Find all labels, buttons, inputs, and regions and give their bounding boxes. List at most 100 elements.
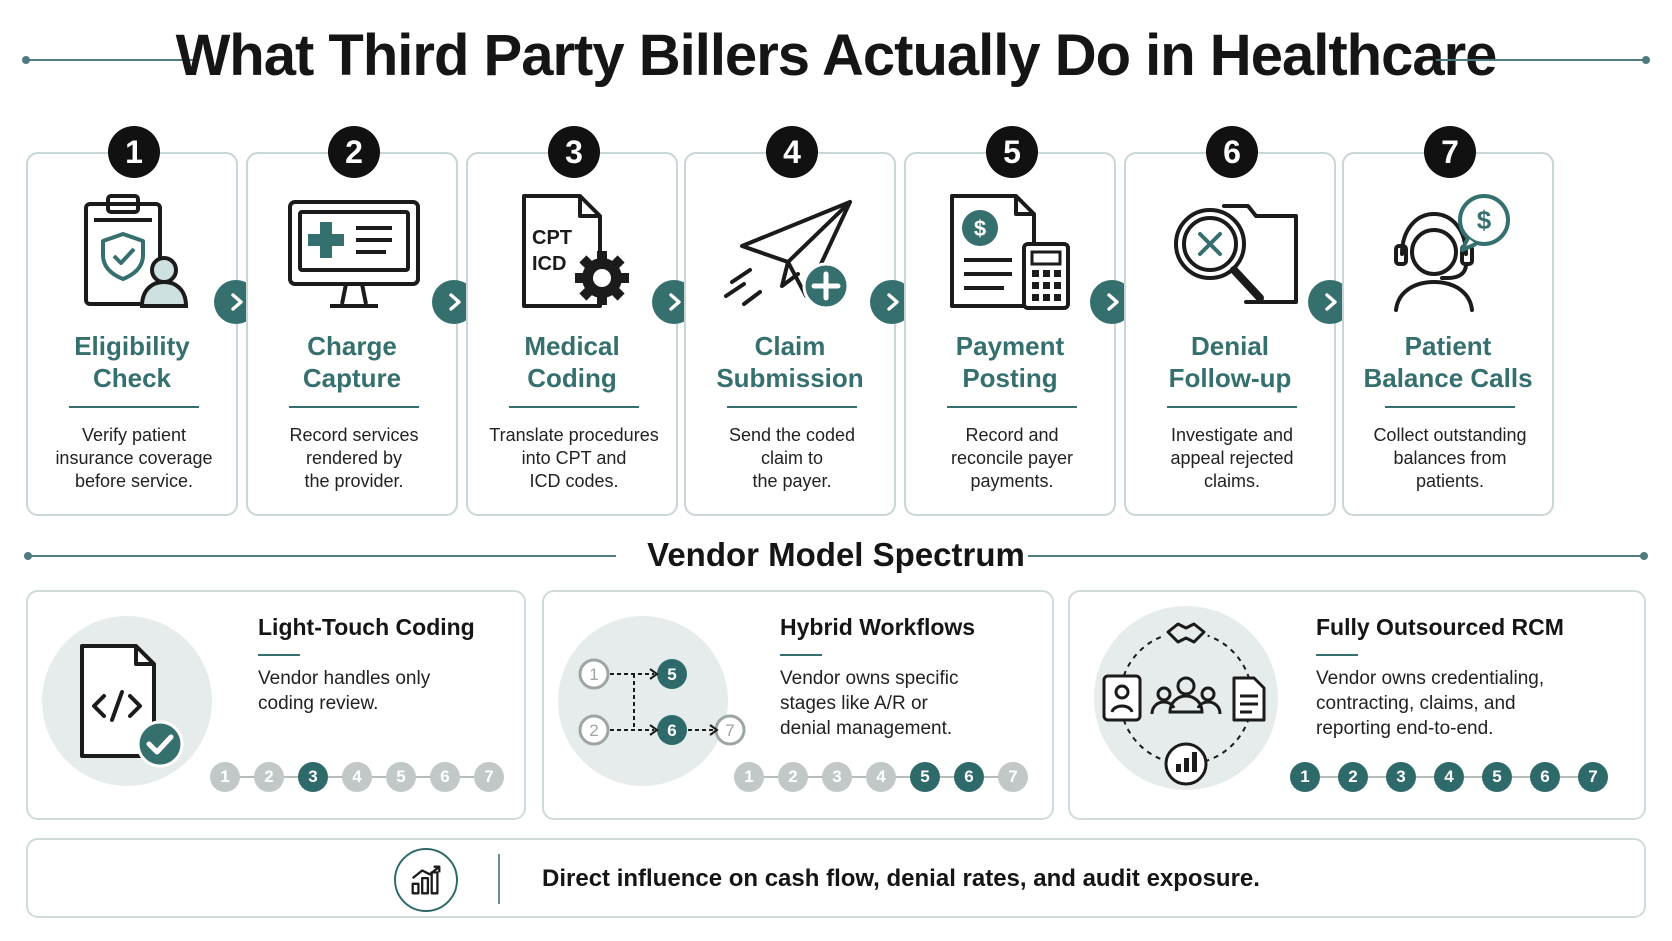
vendor-illustration: 1 2 5 6 7	[558, 616, 746, 786]
vendor-divider	[780, 654, 822, 656]
step-divider	[1167, 406, 1297, 408]
step-title: Payment Posting	[955, 331, 1065, 393]
step-divider	[509, 406, 639, 408]
step-description: Verify patient insurance coverage before…	[55, 425, 213, 491]
step-description: Record and reconcile payer payments.	[950, 425, 1074, 491]
step-description: Collect outstanding balances from patien…	[1373, 425, 1527, 491]
step-title: Eligibility Check	[74, 331, 190, 393]
headset-dollar-icon: $	[1394, 194, 1510, 312]
page-title: What Third Party Billers Actually Do in …	[175, 23, 1498, 88]
step-number-badge: 1	[108, 126, 160, 178]
scale-step-2: 2	[1338, 762, 1368, 792]
scale-step-2: 2	[254, 762, 284, 792]
vendor-model-description: Vendor owns credentialing, contracting, …	[1316, 668, 1545, 739]
step-flow-icon: 1 2 5 6 7	[578, 658, 746, 746]
scale-step-6: 6	[430, 762, 460, 792]
invoice-calculator-icon: $	[950, 194, 1070, 310]
team-cycle-icon	[1102, 610, 1266, 786]
section-title: Vendor Model Spectrum	[647, 536, 1025, 573]
vendor-card-hybrid: 1 2 5 6 7 Hybrid Workflows Vendor owns s…	[542, 590, 1054, 820]
vendor-divider	[258, 654, 300, 656]
scale-step-6: 6	[954, 762, 984, 792]
svg-text:5: 5	[667, 665, 676, 684]
step-number-badge: 4	[766, 126, 818, 178]
vendor-model-name: Fully Outsourced RCM	[1316, 614, 1564, 640]
step-title: Patient Balance Calls	[1363, 331, 1533, 393]
scale-step-7: 7	[474, 762, 504, 792]
step-number-badge: 2	[328, 126, 380, 178]
step-title: Charge Capture	[302, 331, 402, 393]
growth-chart-icon	[394, 848, 458, 912]
step-divider	[1385, 406, 1515, 408]
svg-text:$: $	[974, 216, 986, 241]
scale-step-4: 4	[342, 762, 372, 792]
code-file-check-icon	[80, 644, 184, 768]
scale-step-5: 5	[386, 762, 416, 792]
scale-step-7: 7	[998, 762, 1028, 792]
title-rule-right	[1436, 56, 1650, 64]
vendor-model-name: Hybrid Workflows	[780, 614, 976, 640]
scale-step-3: 3	[822, 762, 852, 792]
footer-banner: Direct influence on cash flow, denial ra…	[26, 838, 1646, 918]
step-description: Investigate and appeal rejected claims.	[1170, 425, 1294, 491]
scale-step-2: 2	[778, 762, 808, 792]
step-card-patient-balance-calls: 7 $ Patient Balance Calls Collect outsta…	[1342, 126, 1554, 516]
vendor-model-name: Light-Touch Coding	[258, 614, 475, 640]
scale-step-5: 5	[1482, 762, 1512, 792]
vendor-section-header: Vendor Model Spectrum	[0, 532, 1672, 578]
cpt-label: CPT	[532, 227, 572, 249]
scale-step-3: 3	[298, 762, 328, 792]
step-title: Denial Follow-up	[1168, 331, 1292, 393]
step-title: Claim Submission	[716, 331, 864, 393]
step-description: Record services rendered by the provider…	[289, 425, 419, 491]
footer-text: Direct influence on cash flow, denial ra…	[542, 865, 1260, 892]
step-number-badge: 5	[986, 126, 1038, 178]
svg-text:2: 2	[589, 721, 598, 740]
step-number-badge: 7	[1424, 126, 1476, 178]
step-description: Send the coded claim to the payer.	[728, 425, 856, 491]
section-rule-right	[1028, 552, 1648, 560]
title-rule-left	[22, 56, 194, 64]
step-divider	[289, 406, 419, 408]
step-card-denial-follow-up: 6 Denial Follow-up Investigate and appea…	[1124, 126, 1336, 516]
scale-step-3: 3	[1386, 762, 1416, 792]
step-title: Medical Coding	[524, 331, 620, 393]
monitor-plus-icon	[288, 200, 420, 308]
vendor-card-light-touch: Light-Touch Coding Vendor handles only c…	[26, 590, 526, 820]
process-steps: 1 Eligibility Check Verify patient insur…	[0, 118, 1672, 518]
cpt-icd-document-gear-icon: CPT ICD	[522, 194, 629, 308]
vendor-card-fully-outsourced: Fully Outsourced RCM Vendor owns credent…	[1068, 590, 1646, 820]
svg-text:$: $	[1477, 205, 1492, 235]
svg-text:1: 1	[589, 665, 598, 684]
step-number-badge: 6	[1206, 126, 1258, 178]
section-rule-left	[24, 552, 616, 560]
scale-step-4: 4	[1434, 762, 1464, 792]
step-card-medical-coding: 3 CPT ICD Medical Coding Translate proce…	[466, 126, 678, 516]
scale-step-1: 1	[734, 762, 764, 792]
step-number-badge: 3	[548, 126, 600, 178]
vendor-illustration	[1094, 606, 1278, 790]
step-card-claim-submission: 4 Claim Submission Send the coded claim …	[684, 126, 896, 516]
vendor-divider	[1316, 654, 1358, 656]
vendor-model-description: Vendor handles only coding review.	[258, 668, 431, 714]
step-divider	[947, 406, 1077, 408]
scale-step-5: 5	[910, 762, 940, 792]
vendor-model-description: Vendor owns specific stages like A/R or …	[780, 668, 959, 739]
clipboard-shield-icon	[84, 194, 189, 308]
vendor-illustration	[42, 616, 212, 786]
magnifier-x-folder-icon	[1174, 204, 1298, 304]
svg-text:7: 7	[725, 721, 734, 740]
step-card-charge-capture: 2 Charge Capture Record services rendere…	[246, 126, 458, 516]
step-divider	[69, 406, 199, 408]
scale-step-7: 7	[1578, 762, 1608, 792]
scale-step-1: 1	[1290, 762, 1320, 792]
step-card-payment-posting: 5 $ Payment Posting Record and reconcile…	[904, 126, 1116, 516]
step-card-eligibility: 1 Eligibility Check Verify patient insur…	[26, 126, 238, 516]
scale-step-6: 6	[1530, 762, 1560, 792]
icd-label: ICD	[532, 253, 566, 275]
step-description: Translate procedures into CPT and ICD co…	[489, 425, 659, 491]
scale-step-4: 4	[866, 762, 896, 792]
